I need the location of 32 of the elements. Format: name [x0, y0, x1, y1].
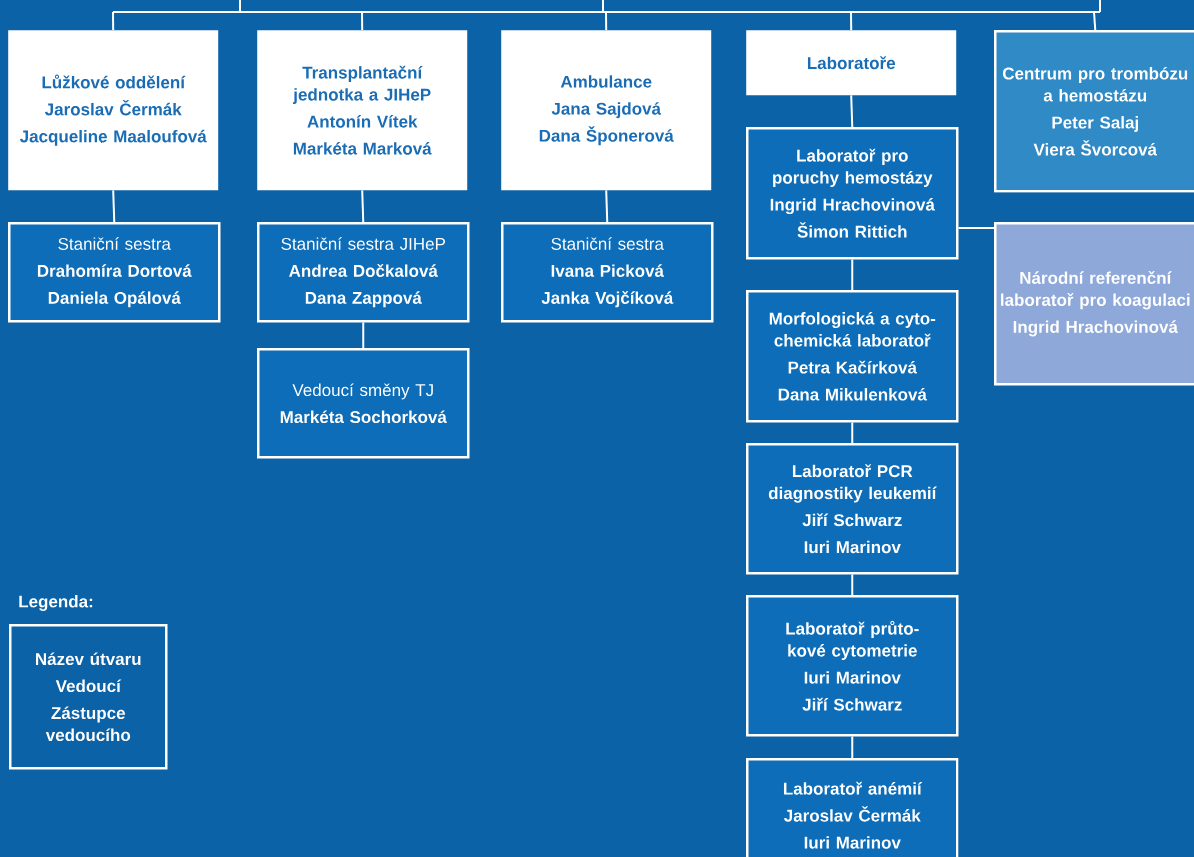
legend-box: Název útvaru Vedoucí Zástupce vedoucího: [9, 624, 168, 770]
unit-box: Staniční sestra JIHeP Andrea Dočkalová Dana Zappová: [257, 222, 470, 323]
connector-line: [851, 735, 854, 759]
unit-box: Laboratoř pro poruchy hemostázy Ingrid Hrachovinová Šimon Rittich: [746, 127, 959, 260]
unit-box: Laboratoř anémií Jaroslav Čermák Iuri Marinov: [746, 758, 959, 857]
connector-line: [112, 0, 1101, 13]
connector-line: [851, 573, 854, 596]
unit-box: Laboratoř PCR diagnostiky leukemií Jiří Schwarz Iuri Marinov: [746, 443, 959, 575]
connector-line: [605, 11, 608, 31]
connector-line: [112, 189, 116, 223]
connector-line: [1093, 11, 1097, 31]
unit-box: Staniční sestra Drahomíra Dortová Daniela Opálová: [8, 222, 221, 323]
unit-box: Vedoucí směny TJ Markéta Sochorková: [257, 348, 470, 459]
unit-box: Staniční sestra Ivana Picková Janka Vojčíková: [501, 222, 714, 323]
unit-box: Laboratoř průto-kové cytometrie Iuri Marinov Jiří Schwarz: [746, 595, 959, 737]
unit-box: Lůžkové oddělení Jaroslav Čermák Jacqueline Maaloufová: [8, 30, 219, 191]
connector-line: [851, 421, 854, 444]
connector-line: [850, 11, 853, 31]
unit-box: Centrum pro trombózu a hemostázu Peter Salaj Viera Švorcová: [994, 30, 1194, 193]
connector-line: [362, 321, 365, 349]
unit-box: Morfologická a cyto-chemická laboratoř Petra Kačírková Dana Mikulenková: [746, 290, 959, 423]
connector-line: [112, 11, 115, 31]
connector-line: [850, 94, 854, 128]
connector-line: [605, 189, 609, 223]
connector-line: [851, 258, 854, 291]
connector-line: [957, 227, 995, 229]
connector-line: [361, 189, 365, 223]
unit-box: Národní referenční laboratoř pro koagulaci Ingrid Hrachovinová: [994, 222, 1194, 386]
connector-line: [361, 11, 364, 31]
unit-box: Ambulance Jana Sajdová Dana Šponerová: [501, 30, 712, 191]
unit-box: Transplantační jednotka a JIHeP Antonín Vítek Markéta Marková: [257, 30, 468, 191]
unit-box: Laboratoře: [746, 30, 957, 96]
